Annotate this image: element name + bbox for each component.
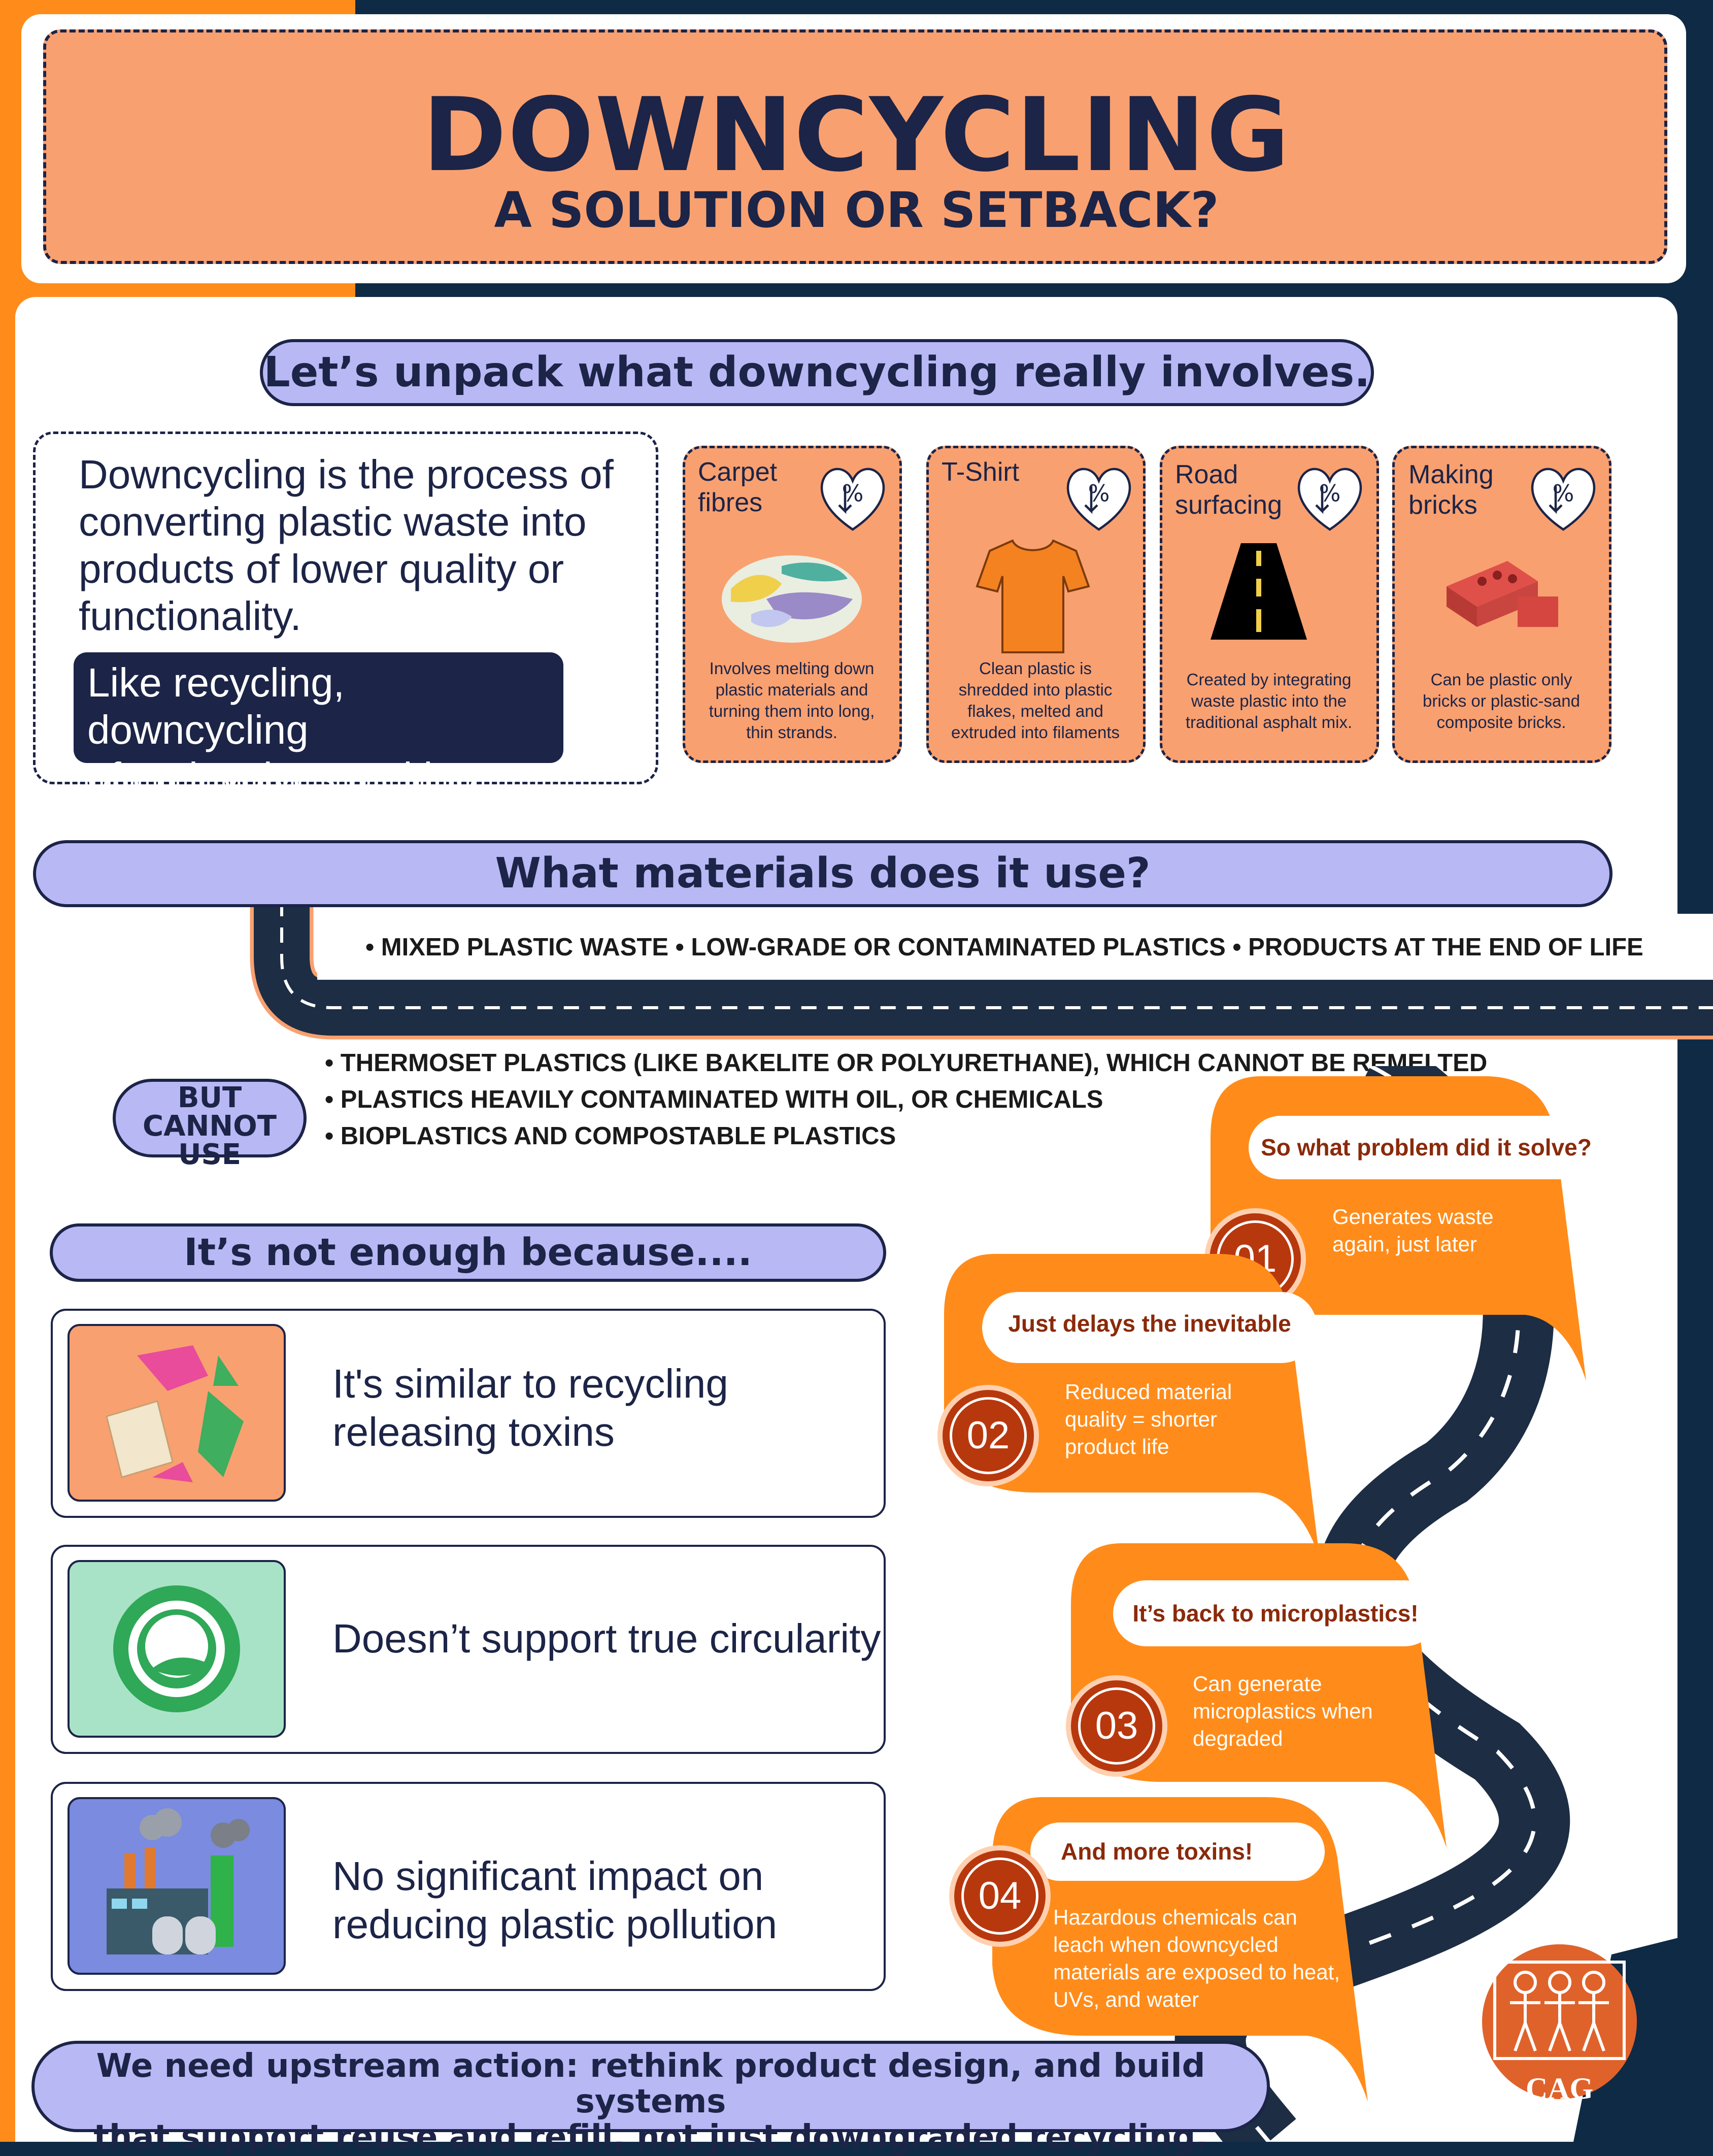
downward-percent-icon: % [1066, 468, 1131, 531]
list-item: • PLASTICS HEAVILY CONTAMINATED WITH OIL… [325, 1086, 1103, 1113]
step-4-number: 04 [949, 1845, 1051, 1947]
step-3-question: It’s back to microplastics! [1113, 1580, 1438, 1646]
step-4-question: And more toxins! [1030, 1822, 1325, 1881]
road-icon [1211, 543, 1307, 640]
step-2-number: 02 [937, 1385, 1039, 1486]
downward-percent-icon: % [1297, 468, 1362, 531]
highlight-line-2: often involves melting. [87, 754, 489, 800]
step-1-question: So what problem did it solve? [1249, 1116, 1604, 1179]
cag-logo-figures-icon [1493, 1961, 1626, 2060]
circularity-icon [113, 1585, 240, 1712]
cannot-use-list: • THERMOSET PLASTICS (LIKE BAKELITE OR P… [325, 1045, 1487, 1154]
road-decoration [250, 901, 1713, 1040]
highlight-line-1: Like recycling, downcycling [87, 660, 345, 752]
definition-text: Downcycling is the process of converting… [79, 452, 614, 639]
list-item: • BIOPLASTICS AND COMPOSTABLE PLASTICS [325, 1122, 896, 1150]
step-2-question: Just delays the inevitable [982, 1292, 1317, 1363]
melting-highlight-box [74, 652, 563, 763]
list-item: • THERMOSET PLASTICS (LIKE BAKELITE OR P… [325, 1049, 1488, 1077]
downward-percent-icon: % [820, 468, 885, 531]
bricks-icon [1447, 561, 1558, 627]
factory-icon [107, 1808, 250, 1954]
example-title-tshirt: T-Shirt [942, 457, 1020, 487]
t-shirt-icon [976, 539, 1090, 653]
downward-percent-icon: % [1531, 468, 1596, 531]
carpet-fibre-icon [722, 555, 862, 643]
unpack-heading: Let’s unpack what downcycling really inv… [260, 339, 1374, 406]
materials-used: • MIXED PLASTIC WASTE • LOW-GRADE OR CON… [365, 934, 1643, 961]
step-3-number: 03 [1066, 1675, 1167, 1777]
reasons-heading: It’s not enough because.... [50, 1223, 886, 1282]
cag-logo-text: CAG [1525, 2072, 1594, 2105]
materials-heading: What materials does it use? [33, 840, 1613, 907]
page-subtitle: A SOLUTION OR SETBACK? [494, 182, 1219, 239]
header-banner [43, 29, 1667, 264]
footer-banner [31, 2041, 1270, 2132]
reason-text-circularity: Doesn’t support true circularity [332, 1616, 881, 1661]
page-title: DOWNCYCLING [422, 76, 1291, 194]
but-cannot-use-badge [113, 1079, 307, 1157]
melting-highlight-text: Like recycling, downcycling often involv… [87, 659, 564, 801]
footer-text: We need upstream action: rethink product… [93, 2047, 1208, 2156]
recycle-icon [106, 1345, 244, 1482]
